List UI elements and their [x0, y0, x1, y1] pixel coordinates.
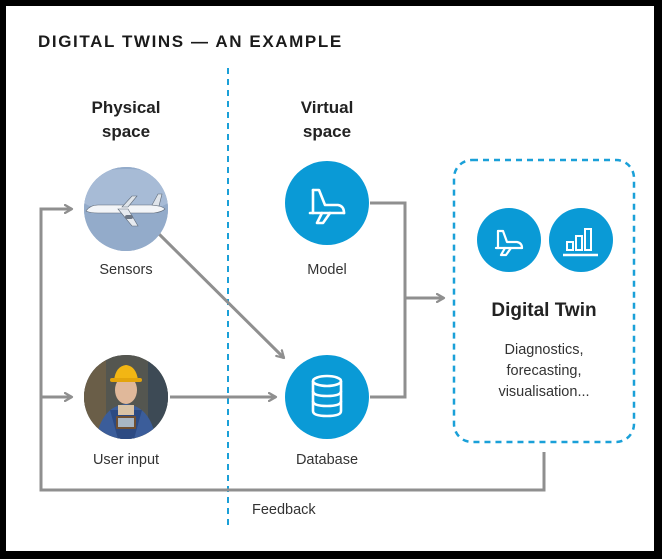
model-label: Model — [307, 262, 347, 278]
twin-model-node — [477, 208, 541, 272]
bar-chart-icon — [563, 228, 598, 257]
user-input-label: User input — [92, 452, 160, 468]
database-node — [285, 355, 369, 439]
diagram-canvas: DIGITAL TWINS — AN EXAMPLE Physical spac… — [6, 6, 654, 551]
digital-twin-title: Digital Twin — [491, 300, 597, 321]
virtual-heading-line1: Virtual — [300, 98, 354, 117]
twin-chart-node — [549, 208, 613, 272]
database-label: Database — [295, 452, 359, 468]
digital-twin-box — [452, 158, 636, 444]
model-connector — [370, 201, 407, 298]
sensors-photo — [84, 167, 168, 251]
physical-space-heading: Physical space — [66, 96, 186, 144]
virtual-space-heading: Virtual space — [267, 96, 387, 144]
diagram-lines — [39, 68, 636, 528]
airplane-icon — [494, 229, 524, 257]
virtual-heading-line2: space — [302, 122, 352, 141]
twin-desc-line3: visualisation... — [498, 384, 590, 400]
twin-desc-line2: forecasting, — [506, 363, 582, 379]
airplane-icon — [308, 188, 346, 225]
physical-heading-line1: Physical — [91, 98, 161, 117]
sensors-to-database-arrow — [157, 232, 284, 358]
page-title: DIGITAL TWINS — AN EXAMPLE — [38, 32, 343, 51]
physical-heading-line2: space — [101, 122, 151, 141]
database-connector — [370, 298, 407, 399]
feedback-label: Feedback — [252, 502, 316, 518]
database-icon — [311, 374, 343, 418]
twin-desc-line1: Diagnostics, — [504, 342, 584, 358]
digital-twin-description: Diagnostics, forecasting, visualisation.… — [454, 340, 634, 403]
user-input-photo — [84, 355, 168, 439]
feedback-loop-arrow — [39, 209, 546, 492]
model-node — [285, 161, 369, 245]
airplane-photo-icon — [85, 193, 166, 227]
sensors-label: Sensors — [99, 262, 153, 278]
